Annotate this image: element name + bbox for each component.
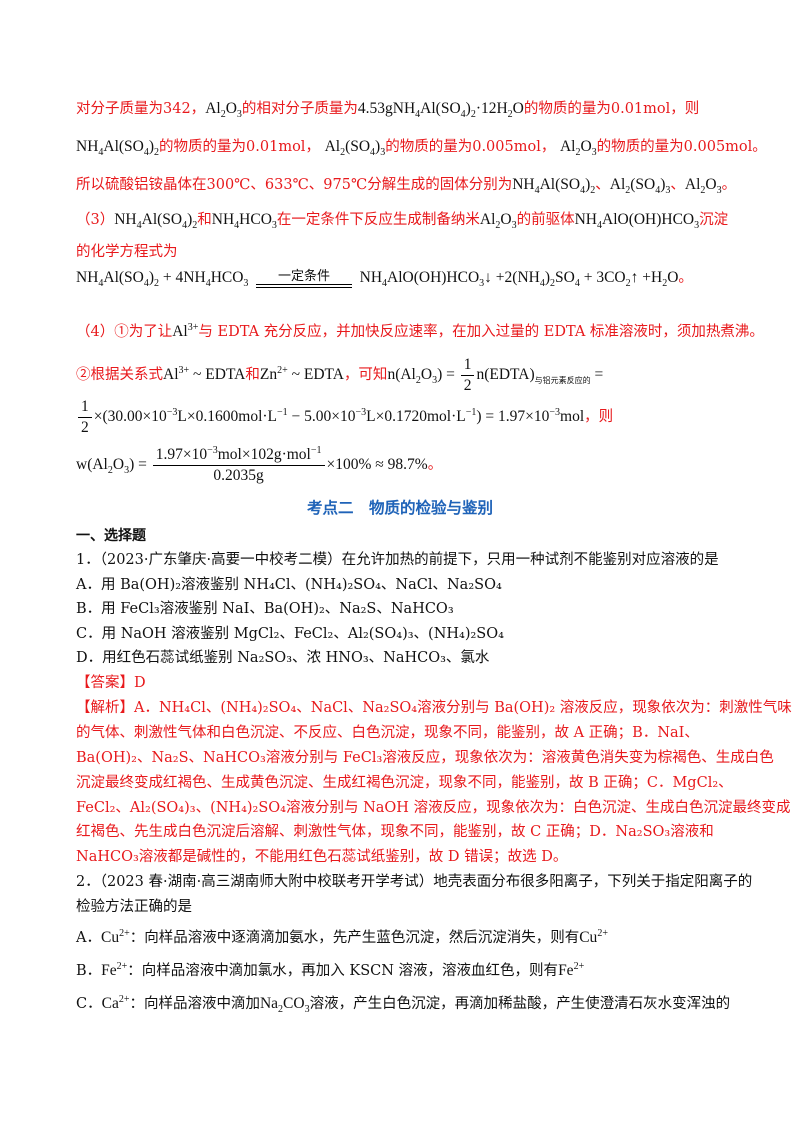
- solution-line-7: （4）①为了让Al3+与 EDTA 充分反应，并加快反应速率，在加入过量的 ED…: [76, 321, 764, 340]
- reaction-condition: 一定条件: [256, 270, 353, 288]
- reaction-equation: NH4Al(SO4)2 + 4NH4HCO3 一定条件 NH4AlO(OH)HC…: [76, 269, 693, 290]
- q1-option-a: A．用 Ba(OH)₂溶液鉴别 NH₄Cl、(NH₄)₂SO₄、NaCl、Na₂…: [76, 577, 502, 593]
- q2-option-c: C．Ca2+：向样品溶液中滴加Na2CO3溶液，产生白色沉淀，再滴加稀盐酸，产生…: [76, 993, 731, 1016]
- q1-explanation-5: FeCl₂、Al₂(SO₄)₃、(NH₄)₂SO₄溶液分别与 NaOH 溶液反应…: [76, 800, 791, 816]
- section-title: 一、选择题: [76, 528, 146, 544]
- q1-option-d: D．用红色石蕊试纸鉴别 Na₂SO₃、浓 HNO₃、NaHCO₃、氯水: [76, 650, 490, 666]
- solution-line-5: 的化学方程式为: [76, 244, 178, 260]
- q1-explanation-2: 的气体、刺激性气体和白色沉淀、不反应、白色沉淀，现象不同，能鉴别，故 A 正确；…: [76, 725, 699, 741]
- section-heading: 考点二 物质的检验与鉴别: [306, 499, 493, 517]
- q2-option-b: B．Fe2+：向样品溶液中滴加氯水，再加入 KSCN 溶液，溶液血红色，则有Fe…: [76, 960, 585, 979]
- solution-line-3: 所以硫酸铝铵晶体在300℃、633℃、975℃分解生成的固体分别为NH4Al(S…: [76, 176, 737, 197]
- q2-option-a: A．Cu2+：向样品溶液中逐滴滴加氨水，先产生蓝色沉淀，然后沉淀消失，则有Cu2…: [76, 927, 608, 946]
- solution-line-1: 对分子质量为342，Al2O3的相对分子质量为4.53gNH4Al(SO4)2·…: [76, 100, 700, 121]
- q1-answer: 【答案】D: [76, 675, 146, 691]
- q1-explanation-6: 红褐色、先生成白色沉淀后溶解、刺激性气体，现象不同，能鉴别，故 C 正确；D．N…: [76, 824, 714, 840]
- q1-explanation-4: 沉淀最终变成红褐色、生成黄色沉淀、生成红褐色沉淀，现象不同，能鉴别，故 B 正确…: [76, 775, 733, 791]
- solution-line-4: （3）NH4Al(SO4)2和NH4HCO3在一定条件下反应生成制备纳米Al2O…: [76, 211, 729, 232]
- q1-explanation-7: NaHCO₃溶液都是碱性的，不能用红色石蕊试纸鉴别，故 D 错误；故选 D。: [76, 849, 568, 865]
- q1-stem: 1．（2023·广东肇庆·高要一中校考二模）在允许加热的前提下，只用一种试剂不能…: [76, 552, 719, 568]
- q2-stem-1: 2．（2023 春·湖南·高三湖南师大附中校联考开学考试）地壳表面分布很多阳离子…: [76, 874, 753, 890]
- solution-line-2: NH4Al(SO4)2的物质的量为0.01mol， Al2(SO4)3的物质的量…: [76, 138, 767, 159]
- q1-explanation-1: 【解析】A．NH₄Cl、(NH₄)₂SO₄、NaCl、Na₂SO₄溶液分别与 B…: [76, 700, 792, 716]
- q1-explanation-3: Ba(OH)₂、Na₂S、NaHCO₃溶液分别与 FeCl₃溶液反应，现象依次为…: [76, 750, 774, 766]
- q1-option-c: C．用 NaOH 溶液鉴别 MgCl₂、FeCl₂、Al₂(SO₄)₃、(NH₄…: [76, 626, 504, 642]
- q1-option-b: B．用 FeCl₃溶液鉴别 NaI、Ba(OH)₂、Na₂S、NaHCO₃: [76, 601, 454, 617]
- q2-stem-2: 检验方法正确的是: [76, 899, 192, 915]
- solution-line-8: ②根据关系式Al3+ ~ EDTA和Zn2+ ~ EDTA，可知n(Al2O3)…: [76, 356, 604, 394]
